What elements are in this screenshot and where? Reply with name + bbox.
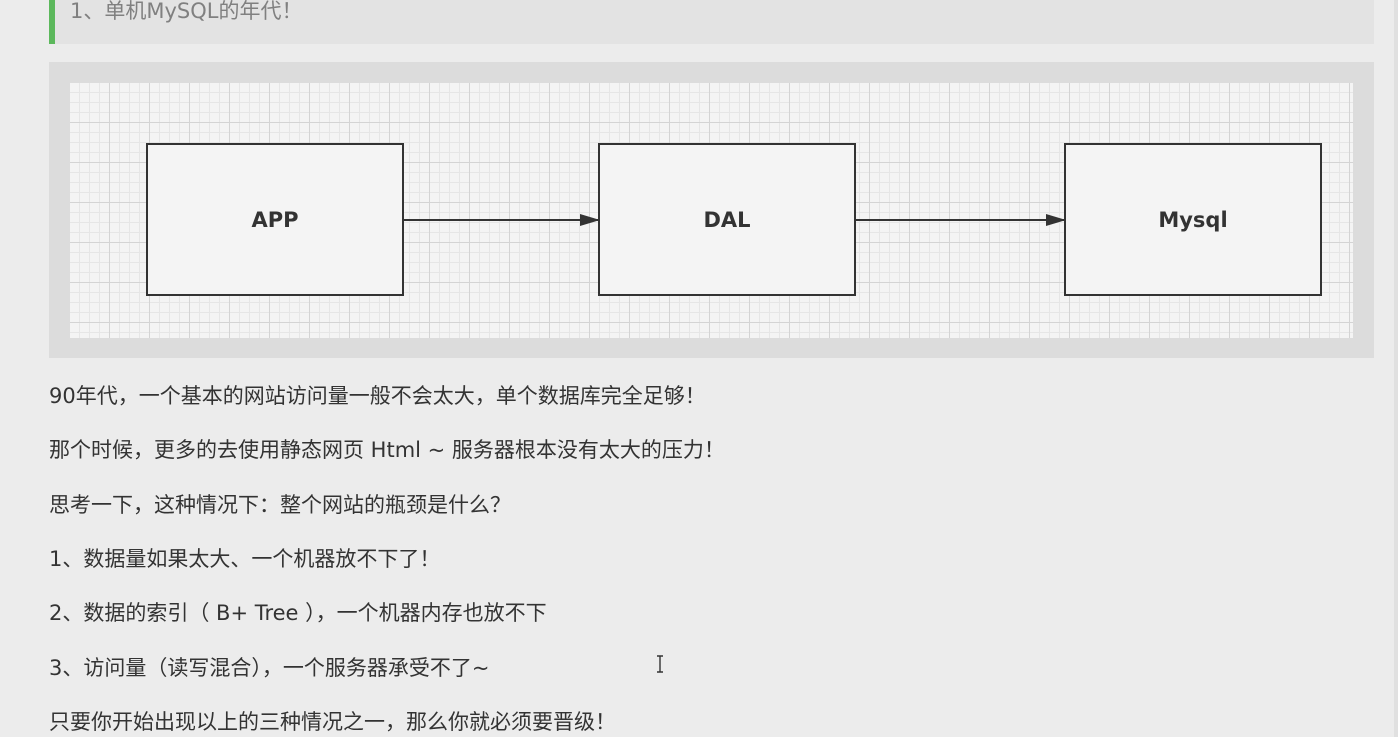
list-item-data-volume: 1、数据量如果太大、一个机器放不下了！ [49,547,441,571]
diagram-node-app-label: APP [251,208,298,232]
section-heading-text: 1、单机MySQL的年代！ [70,0,303,23]
list-item-access-volume: 3、访问量（读写混合），一个服务器承受不了~ [49,656,490,680]
text-cursor-icon [657,655,663,673]
scrollbar-track[interactable] [1394,0,1398,737]
paragraph-conclusion: 只要你开始出现以上的三种情况之一，那么你就必须要晋级！ [49,710,616,734]
architecture-diagram: APP DAL Mysql [49,62,1374,358]
diagram-svg: APP DAL Mysql [146,143,1322,296]
diagram-node-mysql-label: Mysql [1158,208,1227,232]
paragraph-bottleneck-question: 思考一下，这种情况下：整个网站的瓶颈是什么？ [49,493,511,517]
section-heading: 1、单机MySQL的年代！ [49,0,1374,44]
diagram-node-mysql: Mysql [1064,143,1322,296]
paragraph-intro: 90年代，一个基本的网站访问量一般不会太大，单个数据库完全足够！ [49,384,706,408]
diagram-node-mysql-box [1064,143,1322,296]
diagram-node-app-box [146,143,404,296]
diagram-grid-canvas: APP DAL Mysql [70,83,1353,338]
diagram-node-app: APP [146,143,404,296]
diagram-node-dal: DAL [598,143,856,296]
paragraph-static-html: 那个时候，更多的去使用静态网页 Html ~ 服务器根本没有太大的压力！ [49,438,725,462]
list-item-index-memory: 2、数据的索引（ B+ Tree ），一个机器内存也放不下 [49,601,547,625]
diagram-node-dal-box [598,143,856,296]
diagram-node-dal-label: DAL [703,208,750,232]
